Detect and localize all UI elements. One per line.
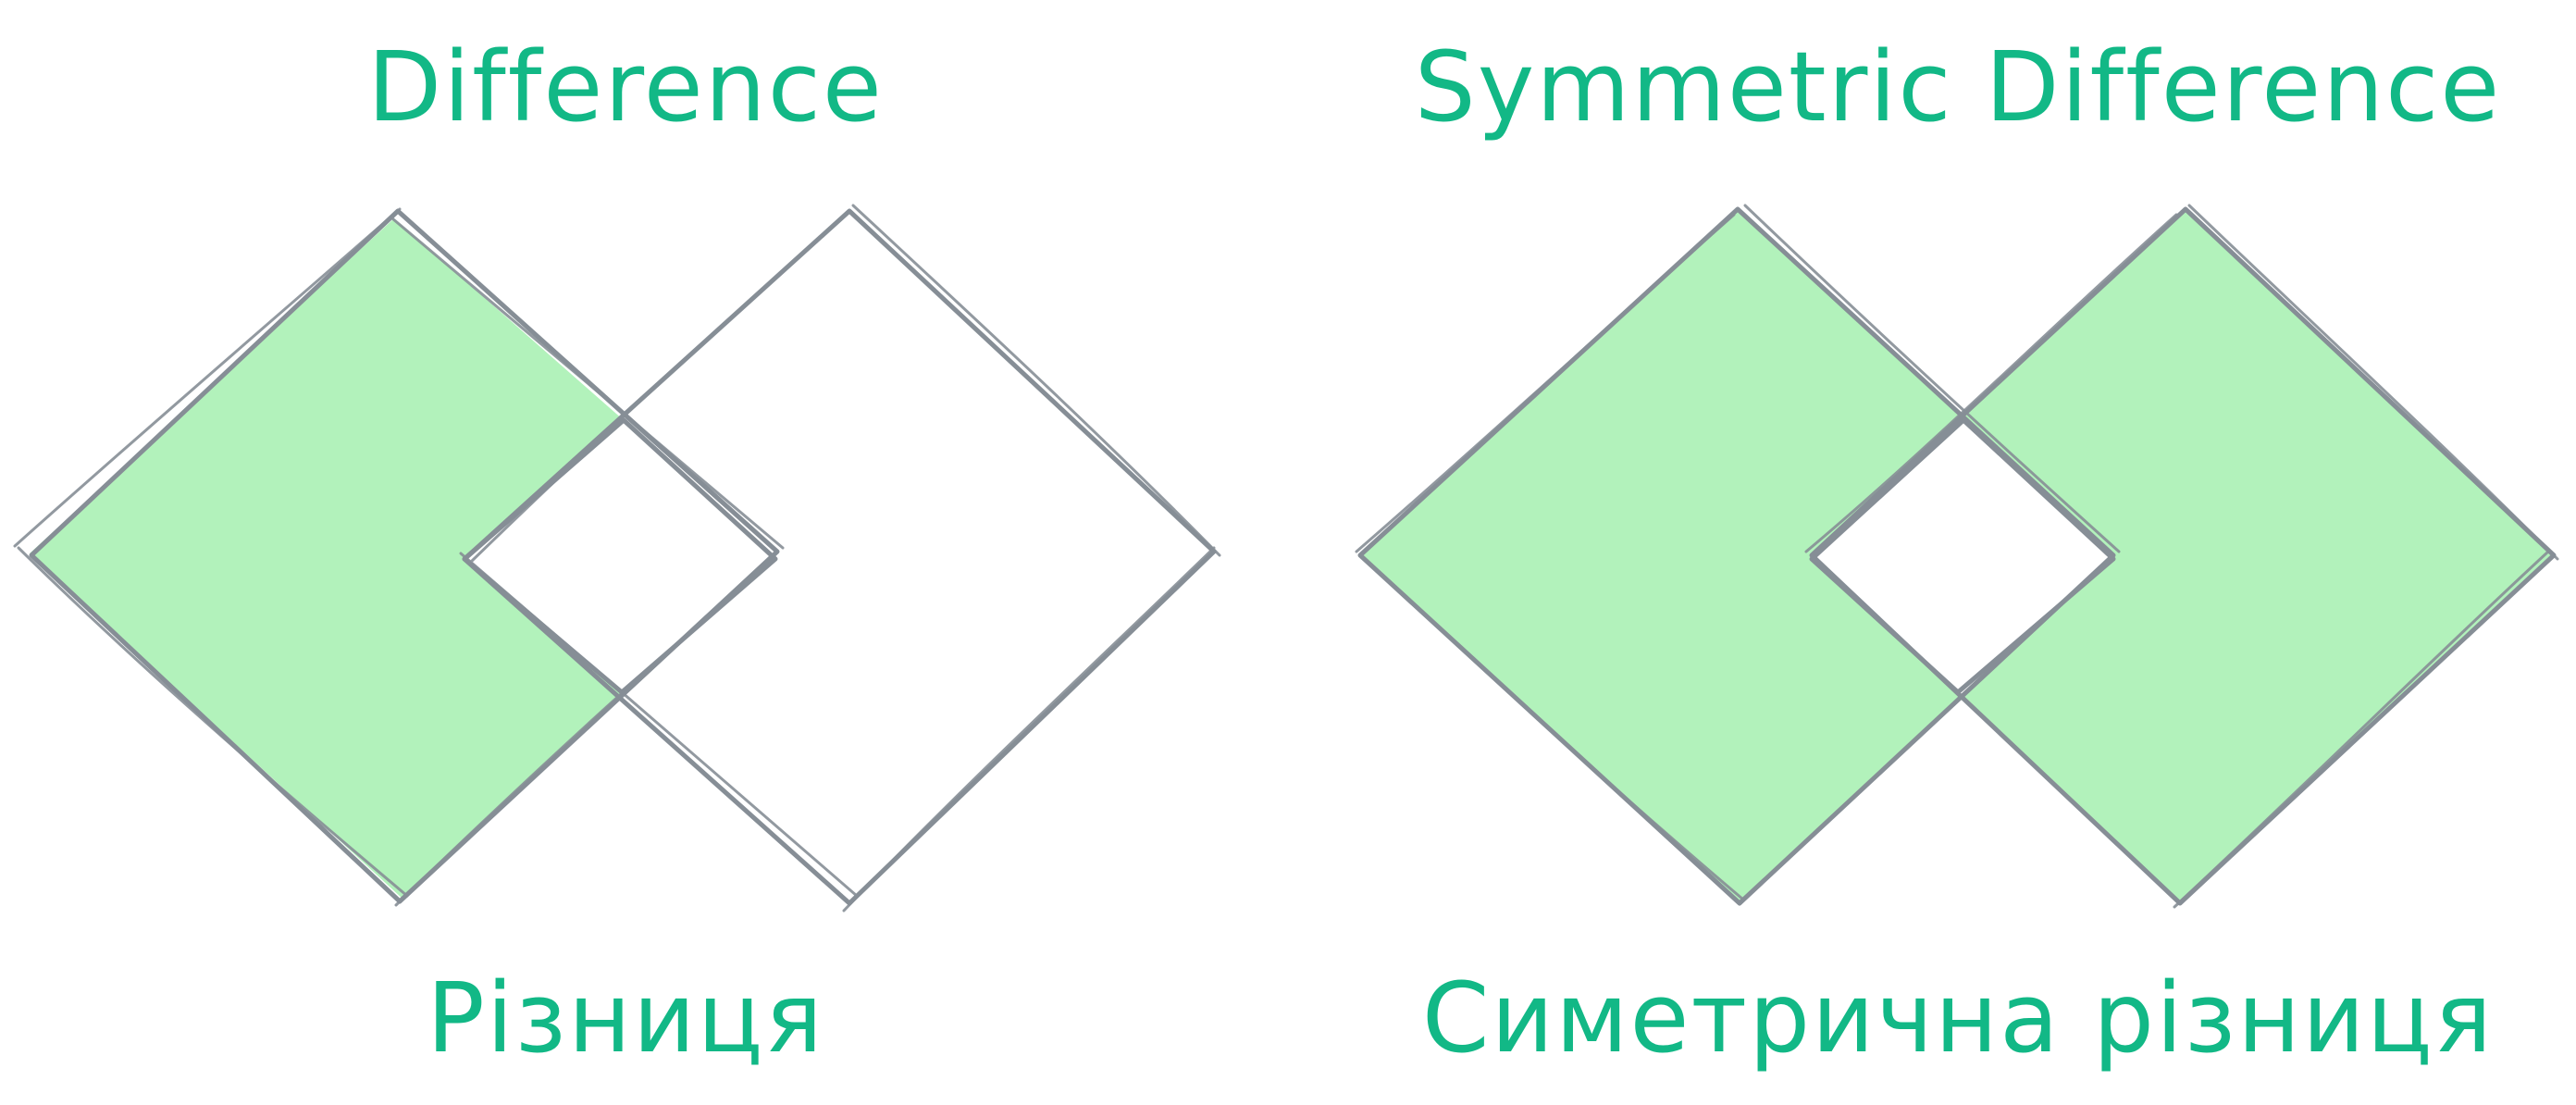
difference-diagram: [13, 204, 1221, 913]
sym-diamond-b-outline-sketch: [1804, 204, 2559, 909]
difference-shaded-region: [30, 218, 624, 900]
symmetric-difference-title: Symmetric Difference: [1414, 31, 2502, 143]
symmetric-difference-ukrainian-label: Симетрична різниця: [1421, 962, 2495, 1074]
diamond-b-outline-sketch: [459, 204, 1221, 913]
symmetric-difference-shaded-region: [1360, 209, 2554, 903]
symmetric-difference-diagram: [1355, 204, 2559, 909]
difference-title: Difference: [367, 31, 884, 143]
diamond-a-outline-sketch: [13, 207, 785, 907]
sym-diamond-a-outline-sketch: [1355, 204, 2121, 901]
difference-overlap-outline: [462, 417, 778, 695]
diamond-b-outline: [462, 208, 1217, 906]
sym-overlap-outline: [1809, 417, 2116, 695]
difference-ukrainian-label: Різниця: [427, 962, 824, 1074]
